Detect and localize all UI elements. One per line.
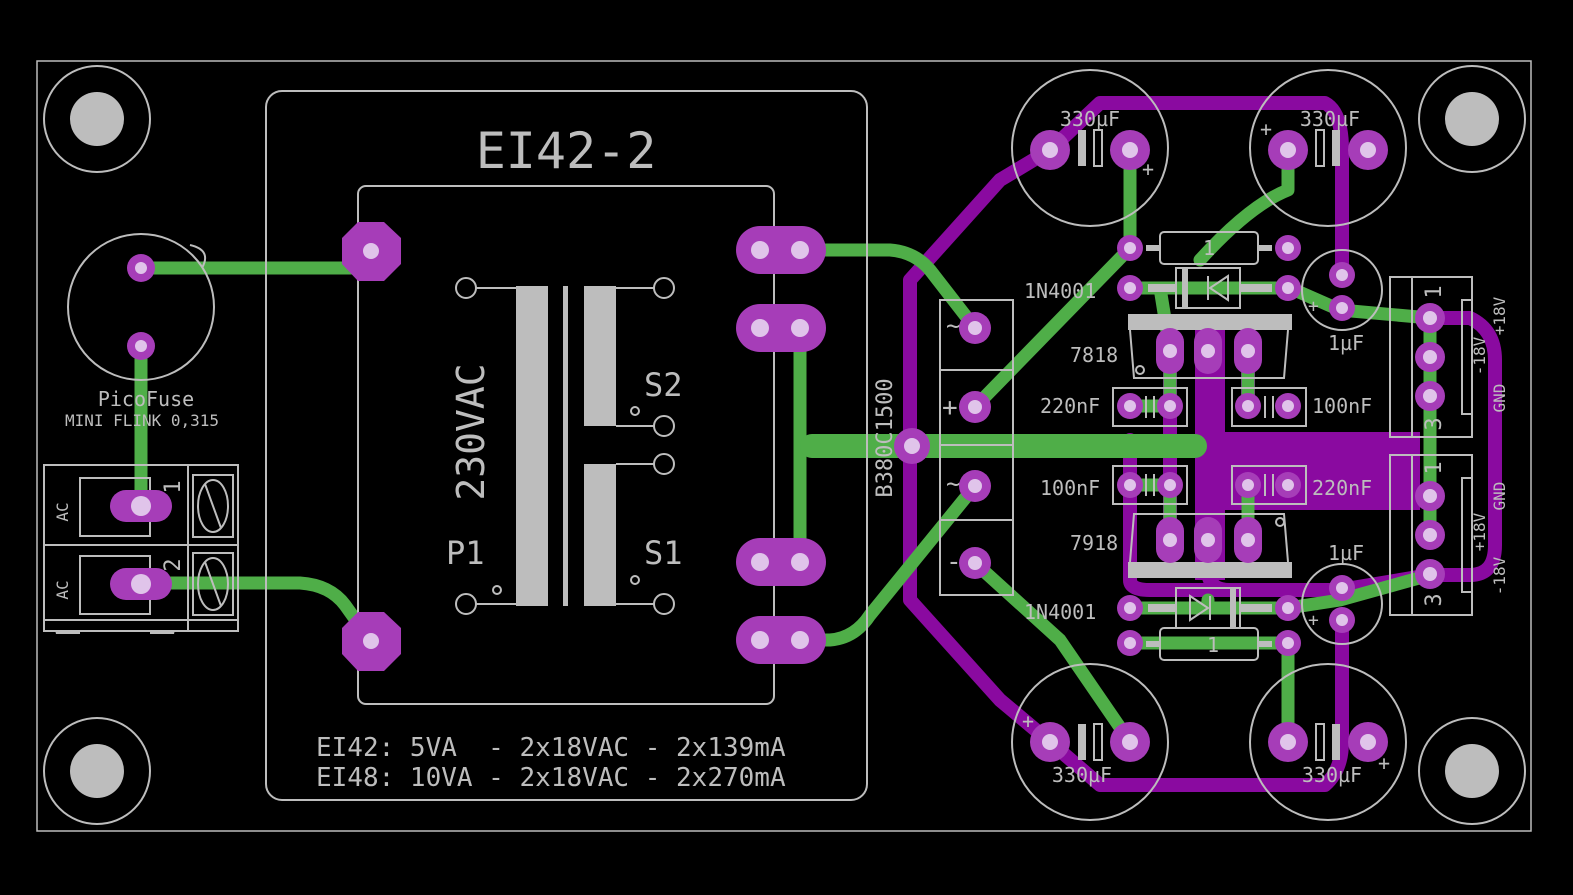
out-top-plus-label: +18V: [1490, 296, 1509, 335]
bridge-plus: +: [942, 393, 958, 423]
spec-line-1: EI42: 5VA - 2x18VAC - 2x139mA: [316, 733, 786, 763]
out-top-pin-1: 1: [1422, 285, 1447, 298]
bridge-ac-2: ~: [946, 470, 960, 498]
spec-line-2: EI48: 10VA - 2x18VAC - 2x270mA: [316, 763, 786, 793]
cap-top-left-label: 330µF: [1060, 107, 1120, 131]
res-top-label: 1: [1203, 236, 1215, 260]
out-bot-pin-1: 1: [1422, 461, 1447, 474]
c1uf-bot-label: 1µF: [1328, 541, 1364, 565]
diode-top-label: 1N4001: [1024, 279, 1096, 303]
reg-pos-label: 7818: [1070, 343, 1118, 367]
transformer: EI42-2 230VAC P1 S2 S1 EI42: 5VA - 2x18V…: [265, 90, 868, 801]
bridge-name: B380C1500: [873, 378, 898, 497]
regulators: 7818 7918: [1070, 314, 1292, 578]
terminal-pin-2: 2: [161, 558, 186, 571]
terminal-pin-1: 1: [161, 480, 186, 493]
res-bot-label: 1: [1207, 633, 1219, 657]
plus-mark-2: +: [1260, 117, 1272, 141]
plus-mark-3: +: [1022, 709, 1034, 733]
ac-label-1: AC: [53, 502, 72, 521]
c220-top-label: 220nF: [1040, 394, 1100, 418]
output-terminals: 1 3 1 3 +18V -18V GND GND +18V -18V: [1389, 276, 1509, 616]
cap-top-right-label: 330µF: [1300, 107, 1360, 131]
out-bot-plus-label: +18V: [1470, 512, 1489, 551]
out-top-gnd-label: GND: [1490, 384, 1509, 413]
primary-label: 230VAC: [449, 363, 493, 500]
reg-neg-label: 7918: [1070, 531, 1118, 555]
cap-bot-left-label: 330µF: [1052, 763, 1112, 787]
s2-label: S2: [644, 366, 683, 404]
bridge-ac-1: ~: [946, 312, 960, 340]
bridge-minus: -: [946, 547, 962, 577]
diode-bot-label: 1N4001: [1024, 600, 1096, 624]
transformer-name: EI42-2: [476, 122, 657, 180]
out-bot-minus-label: -18V: [1490, 556, 1509, 595]
fuse-name: PicoFuse: [98, 387, 194, 411]
mounting-holes: [43, 65, 1526, 825]
out-top-minus-label: -18V: [1470, 336, 1489, 375]
bridge-rectifier: B380C1500 ~ + ~ -: [873, 299, 1014, 596]
fuse-value: MINI FLINK 0,315: [65, 411, 219, 430]
out-bot-pin-3: 3: [1422, 593, 1447, 606]
ac-label-2: AC: [53, 580, 72, 599]
board-outline: [36, 60, 1532, 832]
p1-label: P1: [446, 534, 485, 572]
c100-top-label: 100nF: [1312, 394, 1372, 418]
ceramic-capacitors: 220nF 100nF 100nF 220nF: [1040, 387, 1372, 505]
plus-mark-5: +: [1308, 296, 1319, 317]
small-capacitors: 1µF 1µF + +: [1301, 249, 1383, 645]
c100-bot-label: 100nF: [1040, 476, 1100, 500]
cap-bot-right-label: 330µF: [1302, 763, 1362, 787]
c1uf-top-label: 1µF: [1328, 331, 1364, 355]
out-bot-gnd-label: GND: [1490, 482, 1509, 511]
out-top-pin-3: 3: [1422, 417, 1447, 430]
s1-label: S1: [644, 534, 683, 572]
resistors-diodes: 1 1 1N4001 1N4001: [1024, 231, 1272, 661]
pads: [110, 130, 1445, 762]
electrolytic-capacitors: 330µF 330µF 330µF 330µF + + + +: [1011, 69, 1407, 821]
ground-pour: [1195, 432, 1420, 510]
c220-bot-label: 220nF: [1312, 476, 1372, 500]
fuse: PicoFuse MINI FLINK 0,315: [65, 233, 219, 430]
plus-mark-6: +: [1308, 610, 1319, 631]
